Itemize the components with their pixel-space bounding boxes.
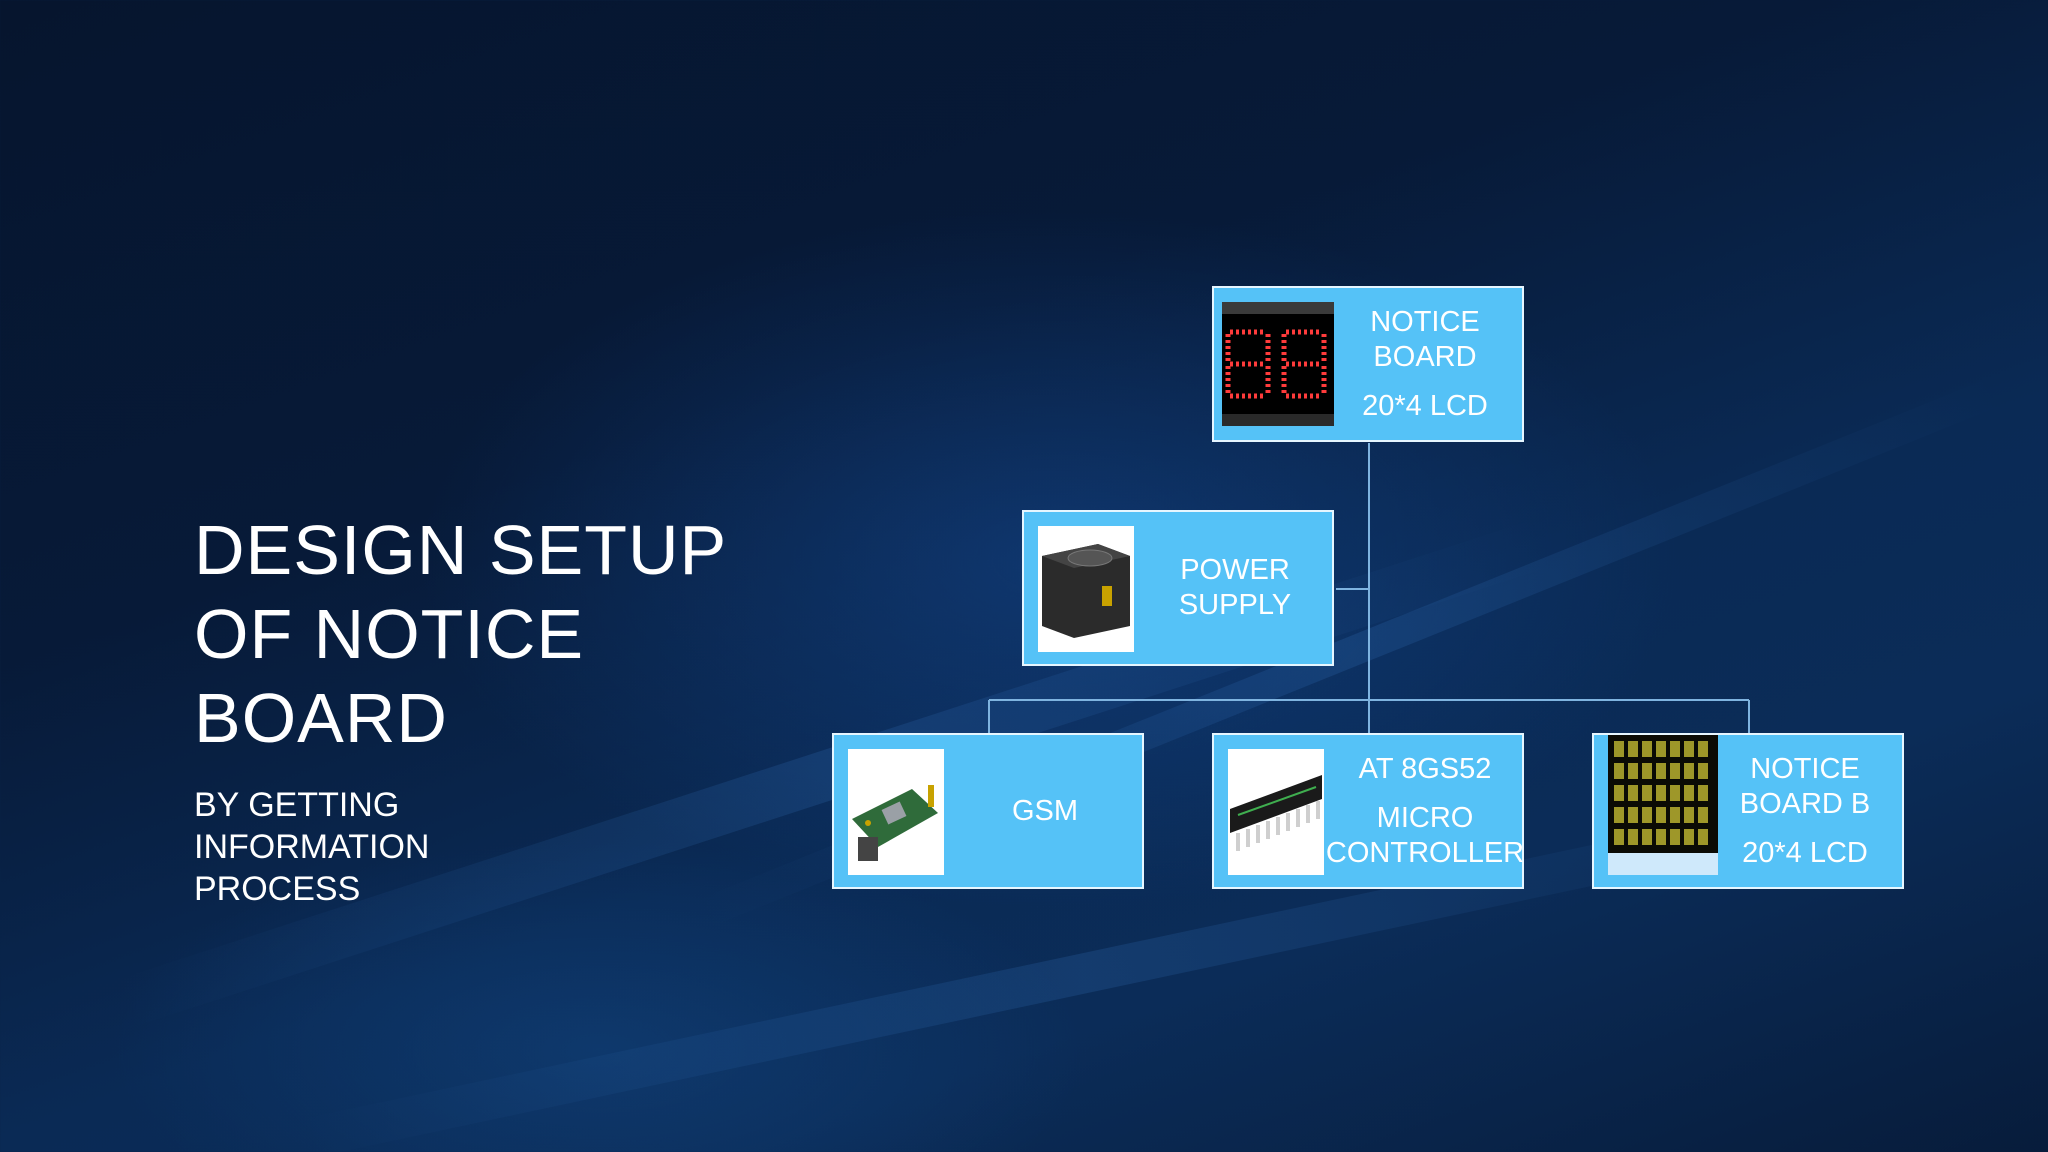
subtitle-line: INFORMATION: [194, 828, 430, 866]
node-label-line: GSM: [1011, 794, 1079, 827]
slide-subtitle: BY GETTING INFORMATION PROCESS: [194, 784, 594, 910]
node-label-line: AT 8GS52: [1358, 752, 1492, 785]
title-line: BOARD: [194, 679, 448, 757]
dot-matrix-lcd-image: [1608, 735, 1718, 875]
node-label-line: SUPPLY: [1178, 589, 1292, 621]
node-label-line: NOTICE: [1750, 752, 1860, 785]
node-gsm[interactable]: GSM: [832, 733, 1144, 889]
node-label: NOTICE BOARD B 20*4 LCD: [1710, 735, 1900, 887]
title-line: OF NOTICE: [194, 595, 585, 673]
node-label: NOTICE BOARD 20*4 LCD: [1330, 288, 1520, 440]
node-label-line: MICRO: [1376, 801, 1474, 834]
node-notice-board[interactable]: NOTICE BOARD 20*4 LCD: [1212, 286, 1524, 442]
title-line: DESIGN SETUP: [194, 511, 728, 589]
node-label: GSM: [950, 735, 1140, 887]
node-label-line: POWER: [1180, 554, 1290, 586]
node-label-line: BOARD B: [1739, 787, 1871, 820]
node-power-supply[interactable]: POWER SUPPLY: [1022, 510, 1334, 666]
node-notice-board-b[interactable]: NOTICE BOARD B 20*4 LCD: [1592, 733, 1904, 889]
gsm-module-graphic: [848, 749, 944, 875]
seven-segment-graphic: [1222, 302, 1334, 426]
subtitle-line: BY GETTING: [194, 786, 400, 824]
subtitle-line: PROCESS: [194, 870, 361, 908]
dot-matrix-graphic: [1608, 735, 1718, 853]
gsm-module-image: [848, 749, 944, 875]
node-label-line: BOARD: [1373, 340, 1477, 373]
seven-segment-display-image: [1222, 302, 1334, 426]
node-label-line: CONTROLLER: [1325, 836, 1525, 869]
node-label: POWER SUPPLY: [1140, 512, 1330, 664]
node-label-line: NOTICE: [1370, 305, 1480, 338]
node-label-line: 20*4 LCD: [1362, 389, 1488, 422]
node-label: AT 8GS52 MICRO CONTROLLER: [1326, 735, 1524, 887]
node-micro-controller[interactable]: AT 8GS52 MICRO CONTROLLER: [1212, 733, 1524, 889]
slide-title: DESIGN SETUP OF NOTICE BOARD: [194, 508, 754, 760]
power-supply-graphic: [1038, 526, 1134, 652]
power-supply-unit-image: [1038, 526, 1134, 652]
microcontroller-chip-image: [1228, 749, 1324, 875]
node-label-line: 20*4 LCD: [1742, 836, 1868, 869]
microcontroller-graphic: [1228, 749, 1324, 875]
